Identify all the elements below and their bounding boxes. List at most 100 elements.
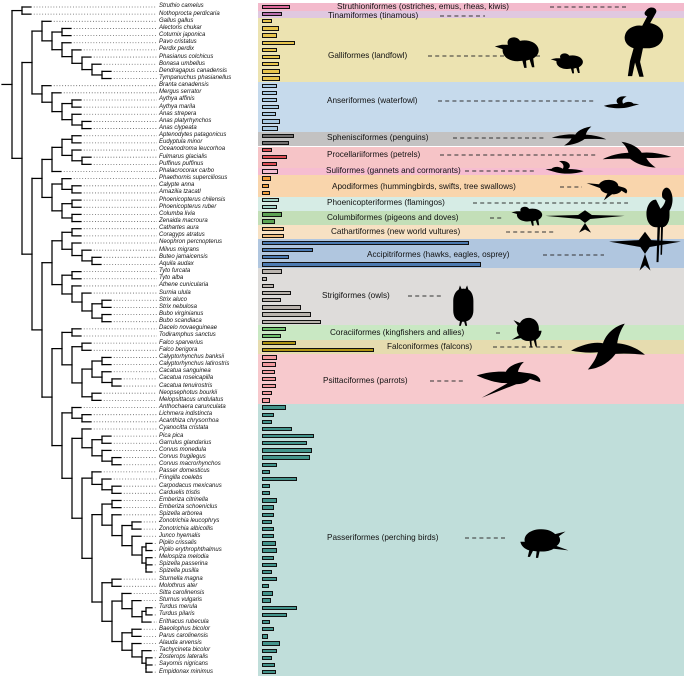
species-label: Emberiza schoeniclus bbox=[159, 504, 218, 510]
psittaciformes-silhouette-icon bbox=[476, 361, 541, 398]
taxon-bar bbox=[262, 283, 274, 289]
species-label: Carpodacus mexicanus bbox=[159, 482, 222, 489]
order-band-suliformes bbox=[258, 167, 684, 176]
order-label-struthioniformes: Struthioniformes (ostriches, emus, rheas… bbox=[337, 2, 509, 12]
species-label: Puffinus puffinus bbox=[159, 160, 204, 167]
species-label: Cyanocitta cristata bbox=[159, 425, 209, 432]
sphenisciformes-silhouette-icon bbox=[551, 126, 607, 146]
taxon-bar bbox=[262, 62, 279, 67]
order-band-apodiformes bbox=[258, 175, 684, 197]
order-label-cathartiformes: Cathartiformes (new world vultures) bbox=[331, 227, 461, 237]
species-label: Phaethornis superciliosus bbox=[159, 175, 228, 181]
species-label: Tympanuchus phasianellus bbox=[159, 74, 232, 81]
species-label: Pica pica bbox=[159, 432, 184, 439]
anseriformes-silhouette-icon bbox=[603, 96, 640, 109]
order-label-tinamiformes: Tinamiformes (tinamous) bbox=[328, 11, 419, 21]
order-label-apodiformes: Apodiformes (hummingbirds, swifts, tree … bbox=[332, 182, 516, 192]
taxon-bar bbox=[262, 133, 294, 138]
species-label: Sitta carolinensis bbox=[159, 589, 205, 596]
taxon-bar bbox=[262, 534, 274, 539]
species-label: Carduelis tristis bbox=[159, 489, 201, 496]
taxon-bar bbox=[262, 183, 269, 188]
order-label-psittaciformes: Psittaciformes (parrots) bbox=[323, 376, 408, 386]
species-label: Fringilla coelebs bbox=[159, 475, 203, 482]
species-label: Empidonax minimus bbox=[159, 668, 214, 675]
species-label: Falco berigora bbox=[159, 346, 198, 353]
order-band-phoenicopteriformes bbox=[258, 196, 684, 211]
species-label: Garrulus glandarius bbox=[159, 439, 212, 446]
species-label: Cacatua roseicapilla bbox=[159, 375, 214, 382]
species-label: Dacelo novaeguineae bbox=[159, 325, 218, 332]
order-band-galliformes bbox=[258, 17, 684, 83]
taxon-bar bbox=[262, 69, 280, 74]
species-label: Oceanodroma leucorhoa bbox=[159, 146, 226, 153]
species-label: Strix nebulosa bbox=[159, 303, 198, 310]
species-label: Perdix perdix bbox=[159, 46, 195, 53]
strigiformes-silhouette-icon bbox=[453, 285, 474, 326]
order-label-columbiformes: Columbiformes (pigeons and doves) bbox=[327, 213, 459, 223]
taxon-bar bbox=[262, 240, 469, 246]
taxon-bar bbox=[262, 605, 297, 610]
species-label: Aythya affinis bbox=[159, 96, 195, 103]
taxon-bar bbox=[262, 598, 271, 603]
species-label: Tyto alba bbox=[159, 275, 184, 282]
taxon-bar bbox=[262, 369, 275, 374]
taxon-bar bbox=[262, 526, 274, 532]
species-label: Anas platyrhynchos bbox=[159, 117, 212, 124]
taxon-bar bbox=[262, 426, 292, 432]
species-label: Cathartes aura bbox=[159, 225, 199, 232]
order-label-anseriformes: Anseriformes (waterfowl) bbox=[327, 96, 418, 106]
species-label: Emberiza citrinella bbox=[159, 496, 209, 503]
taxon-bar bbox=[262, 476, 297, 482]
species-label: Strix aluco bbox=[159, 296, 188, 303]
taxon-bar bbox=[262, 276, 267, 281]
taxon-bar bbox=[262, 569, 272, 575]
species-label: Eudyptula minor bbox=[159, 139, 203, 146]
taxon-bar bbox=[262, 162, 277, 167]
taxon-bar bbox=[262, 641, 280, 646]
taxon-bar bbox=[262, 33, 277, 38]
taxon-bar bbox=[262, 591, 273, 596]
taxon-bar bbox=[262, 290, 291, 296]
species-label: Nothoprocta perdicaria bbox=[159, 10, 220, 17]
taxon-bar bbox=[262, 12, 282, 17]
taxon-bar bbox=[262, 319, 321, 324]
species-label: Aquila audax bbox=[159, 260, 194, 267]
taxon-bar bbox=[262, 541, 276, 546]
species-label: Phoenicopterus ruber bbox=[159, 203, 217, 210]
species-label: Neophron percnopterus bbox=[159, 239, 223, 246]
species-label: Junco hyemalis bbox=[159, 532, 201, 539]
taxon-bar bbox=[262, 47, 277, 53]
species-label: Lichmera indistincta bbox=[159, 411, 213, 418]
order-label-strigiformes: Strigiformes (owls) bbox=[322, 291, 390, 301]
species-label: Alectoris chukar bbox=[159, 24, 202, 31]
taxon-bar bbox=[262, 505, 274, 510]
species-label: Cacatua sanguinea bbox=[159, 368, 211, 375]
species-label: Parus carolinensis bbox=[159, 632, 209, 639]
order-label-sphenisciformes: Sphenisciformes (penguins) bbox=[327, 133, 429, 143]
taxon-bar bbox=[262, 484, 270, 489]
taxon-bar bbox=[262, 140, 289, 146]
taxon-bar bbox=[262, 126, 278, 131]
galliformes-silhouette-icon bbox=[550, 53, 583, 74]
taxon-bar bbox=[262, 147, 272, 153]
taxon-bar bbox=[262, 333, 281, 339]
species-label: Mergus serrator bbox=[159, 89, 202, 96]
taxon-bar bbox=[262, 383, 276, 389]
taxon-bar bbox=[262, 112, 276, 117]
taxon-bar bbox=[262, 40, 295, 45]
taxon-bar bbox=[262, 412, 274, 417]
species-label: Zenaida macroura bbox=[159, 218, 208, 224]
taxon-bar bbox=[262, 491, 270, 496]
taxon-bar bbox=[262, 176, 271, 181]
taxon-bar bbox=[262, 398, 270, 403]
taxon-bar bbox=[262, 448, 312, 453]
taxon-bar bbox=[262, 405, 286, 410]
species-label: Spizella pusilla bbox=[159, 568, 199, 575]
order-label-galliformes: Galliformes (landfowl) bbox=[328, 51, 408, 61]
taxon-bar bbox=[262, 305, 301, 310]
taxon-bar bbox=[262, 26, 279, 31]
order-band-struthioniformes bbox=[258, 3, 684, 11]
species-label: Surnia ulula bbox=[159, 289, 191, 296]
taxon-bar bbox=[262, 190, 270, 196]
